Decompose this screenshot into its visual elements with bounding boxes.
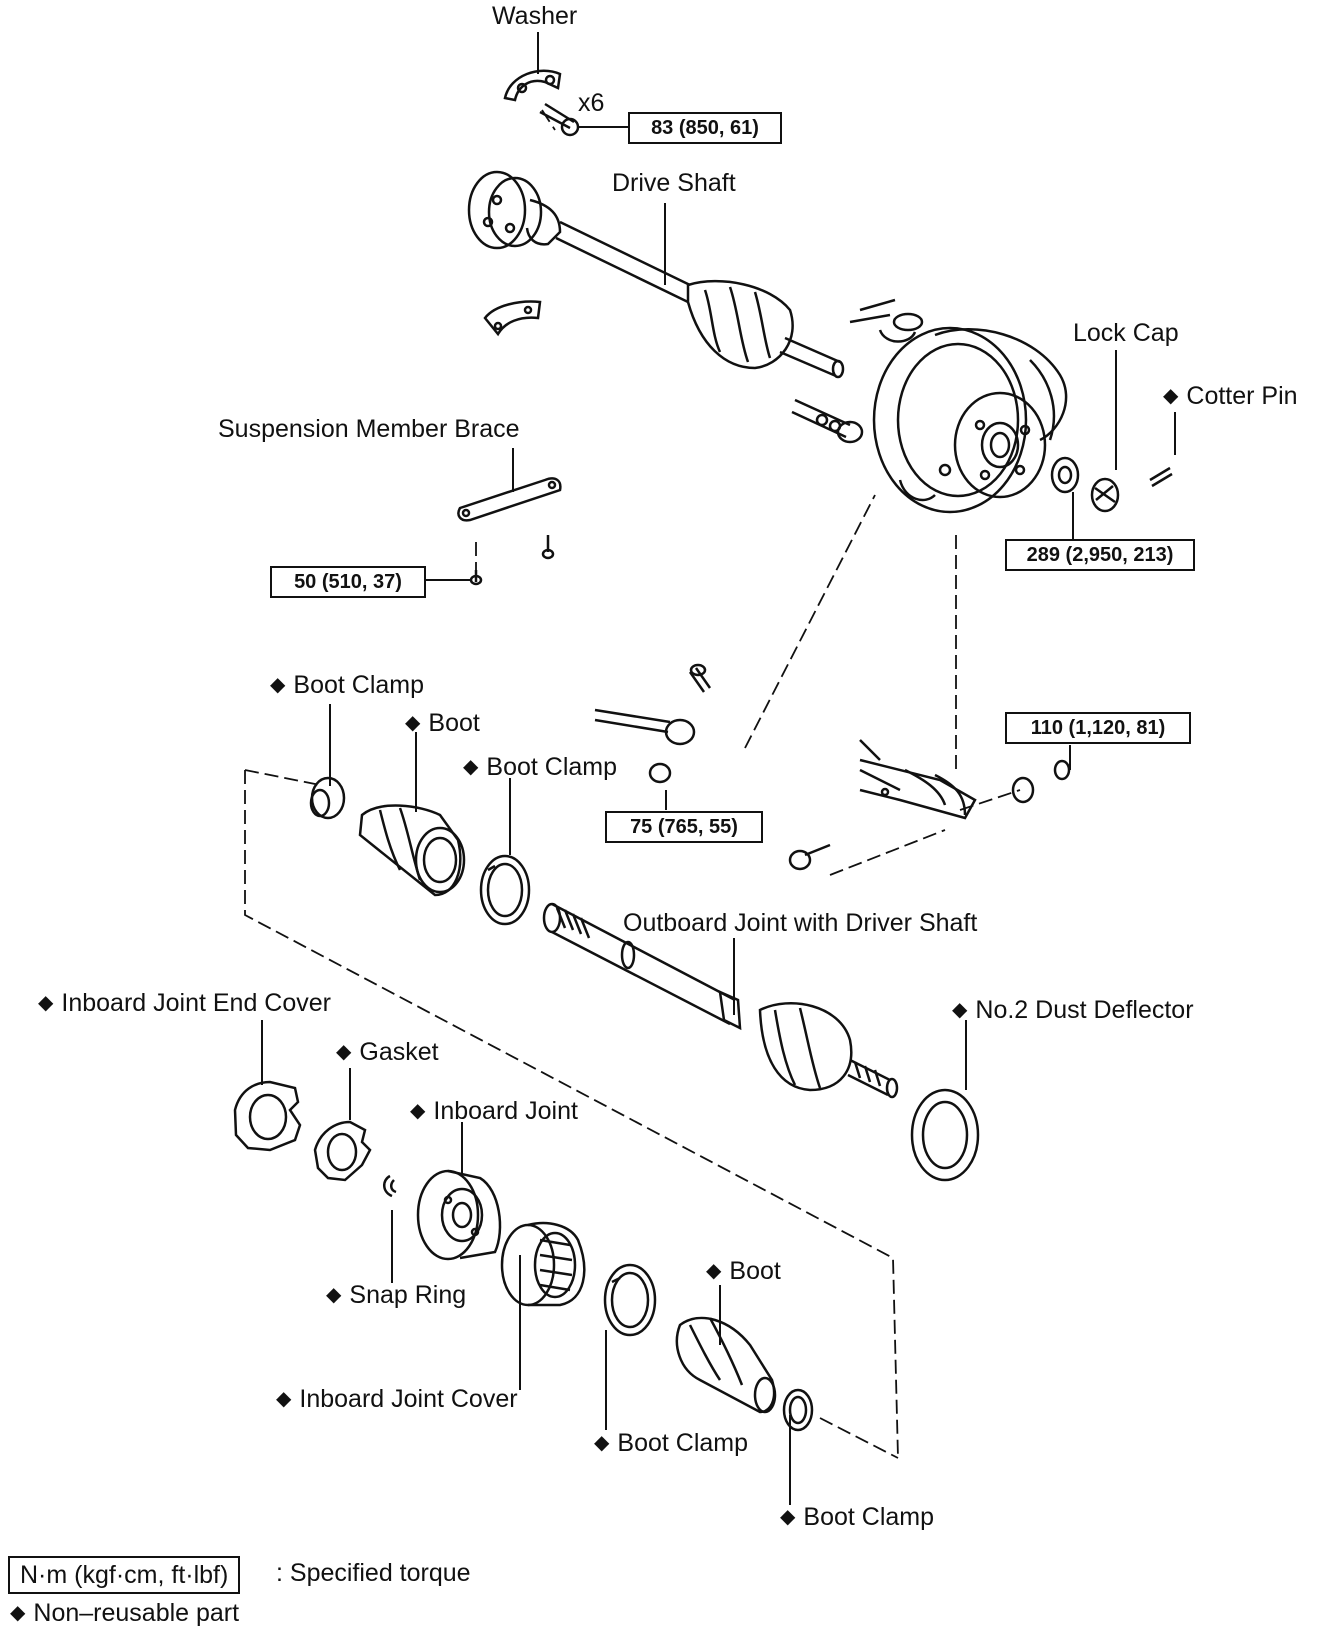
outboard-joint-label: Outboard Joint with Driver Shaft [623,909,978,937]
inboard-joint-label: ◆Inboard Joint [410,1097,578,1125]
non-reusable-diamond-icon: ◆ [1163,385,1179,407]
torque-box-50: 50 (510, 37) [270,566,426,598]
non-reusable-diamond-icon: ◆ [952,999,968,1021]
boot-clamp-2-drawing [479,854,531,926]
inboard-joint-cover-label: ◆Inboard Joint Cover [276,1385,518,1413]
hub-nut-drawing [1050,456,1080,494]
non-reusable-diamond-icon: ◆ [780,1506,796,1528]
non-reusable-diamond-icon: ◆ [336,1041,352,1063]
suspension-member-brace-label: Suspension Member Brace [218,415,520,443]
inboard-joint-drawing [416,1169,502,1261]
legend-non-reusable: ◆Non–reusable part [10,1599,240,1627]
non-reusable-diamond-icon: ◆ [10,1602,26,1624]
washer-label: Washer [492,2,578,30]
lock-cap-drawing [1090,477,1120,513]
non-reusable-diamond-icon: ◆ [410,1100,426,1122]
arm-bolt-drawing [594,663,712,784]
boot-clamp-label-1: ◆Boot Clamp [270,671,425,699]
non-reusable-diamond-icon: ◆ [706,1260,722,1282]
drive-shaft-drawing [467,170,845,379]
drive-shaft-label: Drive Shaft [612,169,736,197]
legend-torque-unit-box: N·m (kgf·cm, ft·lbf) [8,1556,241,1594]
boot-clamp-3-drawing [603,1263,657,1337]
lower-washer-drawing [483,300,542,337]
torque-box-110: 110 (1,120, 81) [1005,712,1191,744]
non-reusable-diamond-icon: ◆ [276,1388,292,1410]
cotter-pin-drawing [1149,466,1173,488]
axle-hub-drawing [791,298,1068,514]
snap-ring-label: ◆Snap Ring [326,1281,467,1309]
lower-bracket-drawing [788,739,1071,871]
washer-drawing [503,69,562,102]
non-reusable-diamond-icon: ◆ [270,674,286,696]
boot-clamp-label-2: ◆Boot Clamp [463,753,618,781]
torque-box-289: 289 (2,950, 213) [1005,539,1195,571]
non-reusable-diamond-icon: ◆ [463,756,479,778]
boot-clamp-4-drawing [782,1388,814,1432]
legend-specified-torque: : Specified torque [276,1559,471,1587]
boot-clamp-label-3: ◆Boot Clamp [594,1429,749,1457]
inboard-end-cover-drawing [233,1080,302,1152]
boot-1-drawing [358,804,466,897]
cotter-pin-label: ◆Cotter Pin [1163,382,1298,410]
snap-ring-drawing [383,1174,397,1198]
torque-box-75: 75 (765, 55) [605,811,763,843]
boot-clamp-label-4: ◆Boot Clamp [780,1503,935,1531]
non-reusable-diamond-icon: ◆ [594,1432,610,1454]
dashed-guides [244,109,1021,1459]
gasket-label: ◆Gasket [336,1038,439,1066]
boot-2-drawing [675,1316,777,1414]
no2-dust-deflector-label: ◆No.2 Dust Deflector [952,996,1194,1024]
boot-label-2: ◆Boot [706,1257,781,1285]
suspension-brace-drawing [457,477,562,586]
non-reusable-diamond-icon: ◆ [38,992,54,1014]
non-reusable-diamond-icon: ◆ [326,1284,342,1306]
bolt-x6-drawing [539,102,580,137]
lock-cap-label: Lock Cap [1073,319,1179,347]
non-reusable-diamond-icon: ◆ [405,712,421,734]
inboard-joint-cover-drawing [500,1221,586,1307]
gasket-drawing [313,1120,372,1182]
inboard-joint-end-cover-label: ◆Inboard Joint End Cover [38,989,331,1017]
leader-lines [261,32,1176,1505]
boot-clamp-1-drawing [309,776,346,820]
x6-label: x6 [578,89,605,117]
outboard-shaft-drawing [542,902,899,1099]
torque-box-83: 83 (850, 61) [628,112,782,144]
dust-deflector-drawing [910,1088,980,1182]
boot-label-1: ◆Boot [405,709,480,737]
